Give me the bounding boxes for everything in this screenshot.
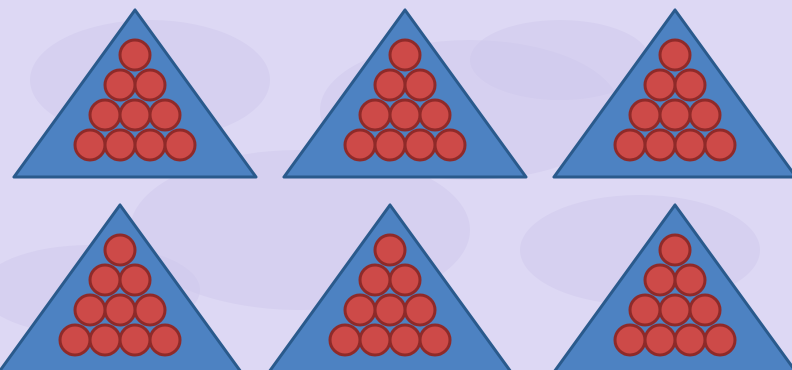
red-ball-icon: [645, 130, 675, 160]
red-ball-icon: [660, 40, 690, 70]
red-ball-icon: [420, 100, 450, 130]
red-ball-icon: [675, 265, 705, 295]
red-ball-icon: [60, 325, 90, 355]
red-ball-icon: [75, 295, 105, 325]
red-ball-icon: [120, 100, 150, 130]
red-ball-icon: [375, 235, 405, 265]
red-ball-icon: [675, 325, 705, 355]
red-ball-icon: [135, 130, 165, 160]
red-ball-icon: [705, 130, 735, 160]
red-ball-icon: [375, 70, 405, 100]
red-ball-icon: [690, 100, 720, 130]
red-ball-icon: [135, 295, 165, 325]
red-ball-icon: [105, 130, 135, 160]
red-ball-icon: [150, 100, 180, 130]
red-ball-icon: [660, 100, 690, 130]
red-ball-icon: [615, 325, 645, 355]
red-ball-icon: [165, 130, 195, 160]
red-ball-icon: [105, 70, 135, 100]
red-ball-icon: [330, 325, 360, 355]
red-ball-icon: [360, 265, 390, 295]
red-ball-icon: [90, 100, 120, 130]
red-ball-icon: [105, 235, 135, 265]
red-ball-icon: [120, 325, 150, 355]
red-ball-icon: [75, 130, 105, 160]
red-ball-icon: [345, 295, 375, 325]
red-ball-icon: [690, 295, 720, 325]
red-ball-icon: [630, 295, 660, 325]
red-ball-icon: [120, 265, 150, 295]
red-ball-icon: [90, 265, 120, 295]
red-ball-icon: [120, 40, 150, 70]
red-ball-icon: [405, 295, 435, 325]
red-ball-icon: [420, 325, 450, 355]
red-ball-icon: [90, 325, 120, 355]
red-ball-icon: [645, 70, 675, 100]
red-ball-icon: [345, 130, 375, 160]
red-ball-icon: [105, 295, 135, 325]
red-ball-icon: [405, 70, 435, 100]
red-ball-icon: [630, 100, 660, 130]
red-ball-icon: [390, 40, 420, 70]
red-ball-icon: [390, 325, 420, 355]
red-ball-icon: [645, 265, 675, 295]
red-ball-icon: [135, 70, 165, 100]
red-ball-icon: [675, 70, 705, 100]
red-ball-icon: [705, 325, 735, 355]
red-ball-icon: [390, 265, 420, 295]
red-ball-icon: [660, 235, 690, 265]
red-ball-icon: [405, 130, 435, 160]
red-ball-icon: [435, 130, 465, 160]
red-ball-icon: [360, 100, 390, 130]
red-ball-icon: [675, 130, 705, 160]
red-ball-icon: [645, 325, 675, 355]
red-ball-icon: [390, 100, 420, 130]
red-ball-icon: [360, 325, 390, 355]
red-ball-icon: [375, 130, 405, 160]
red-ball-icon: [660, 295, 690, 325]
red-ball-icon: [150, 325, 180, 355]
red-ball-icon: [375, 295, 405, 325]
red-ball-icon: [615, 130, 645, 160]
